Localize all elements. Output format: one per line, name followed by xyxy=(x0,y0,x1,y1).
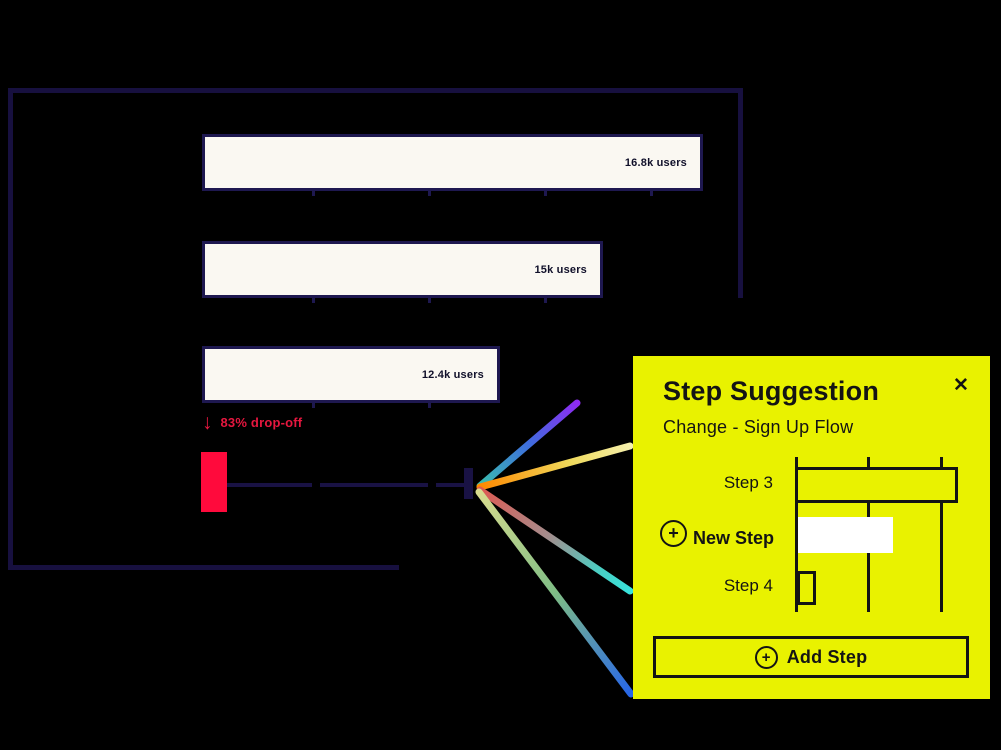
plus-circle-icon: + xyxy=(754,645,778,669)
gridline-tick xyxy=(544,191,547,196)
gridline-tick xyxy=(312,298,315,303)
funnel-bar-step1-value: 16.8k users xyxy=(624,156,687,169)
gridline-tick xyxy=(312,403,315,408)
chart-frame-left xyxy=(8,88,13,570)
dropoff-label: 83% drop-off xyxy=(220,415,303,430)
chart-frame-top xyxy=(8,88,743,93)
funnel-bar-step1[interactable]: 16.8k users xyxy=(202,134,703,191)
ray-blue xyxy=(475,488,635,698)
funnel-bar-step2[interactable]: 15k users xyxy=(202,241,603,298)
ray-purple xyxy=(476,399,581,490)
funnel-bar-step3-value: 12.4k users xyxy=(421,368,484,381)
funnel-bar-step2-value: 15k users xyxy=(534,263,587,276)
close-icon[interactable]: ✕ xyxy=(953,375,969,396)
row-label-step3: Step 3 xyxy=(723,473,773,492)
row-label-step4: Step 4 xyxy=(723,576,773,595)
gridline-tick xyxy=(650,191,653,196)
gridline-tick xyxy=(544,298,547,303)
plus-circle-icon[interactable]: + xyxy=(660,520,687,547)
connector-line xyxy=(227,483,465,487)
ray-cyan xyxy=(476,486,634,595)
ray-orange xyxy=(476,442,634,491)
gridline-tick xyxy=(312,191,315,196)
dropoff-callout: ↓ 83% drop-off xyxy=(202,412,302,433)
step-suggestion-panel: Step Suggestion ✕ Change - Sign Up Flow … xyxy=(633,356,990,699)
mini-bar-step3[interactable] xyxy=(795,467,958,503)
funnel-bar-step4-dropoff[interactable] xyxy=(201,452,227,512)
add-step-label: Add Step xyxy=(786,646,868,667)
gridline-tick xyxy=(428,298,431,303)
panel-title: Step Suggestion xyxy=(663,376,880,406)
chart-frame-right xyxy=(738,88,743,298)
down-arrow-icon: ↓ xyxy=(202,411,213,434)
connector-gap xyxy=(312,483,320,487)
suggestion-anchor-point[interactable] xyxy=(464,468,473,499)
mini-bar-new-step[interactable] xyxy=(798,517,893,553)
panel-subtitle: Change - Sign Up Flow xyxy=(663,417,854,437)
gridline-tick xyxy=(428,191,431,196)
mini-chart-gridline xyxy=(940,457,943,612)
chart-frame-bottom xyxy=(8,565,399,570)
add-step-button[interactable]: + Add Step xyxy=(653,636,969,678)
mini-chart-axis xyxy=(795,457,798,612)
funnel-bar-step3[interactable]: 12.4k users xyxy=(202,346,500,403)
row-label-new-step[interactable]: New Step xyxy=(693,528,775,548)
gridline-tick xyxy=(428,403,431,408)
connector-gap xyxy=(428,483,436,487)
mini-bar-step4[interactable] xyxy=(797,571,816,605)
